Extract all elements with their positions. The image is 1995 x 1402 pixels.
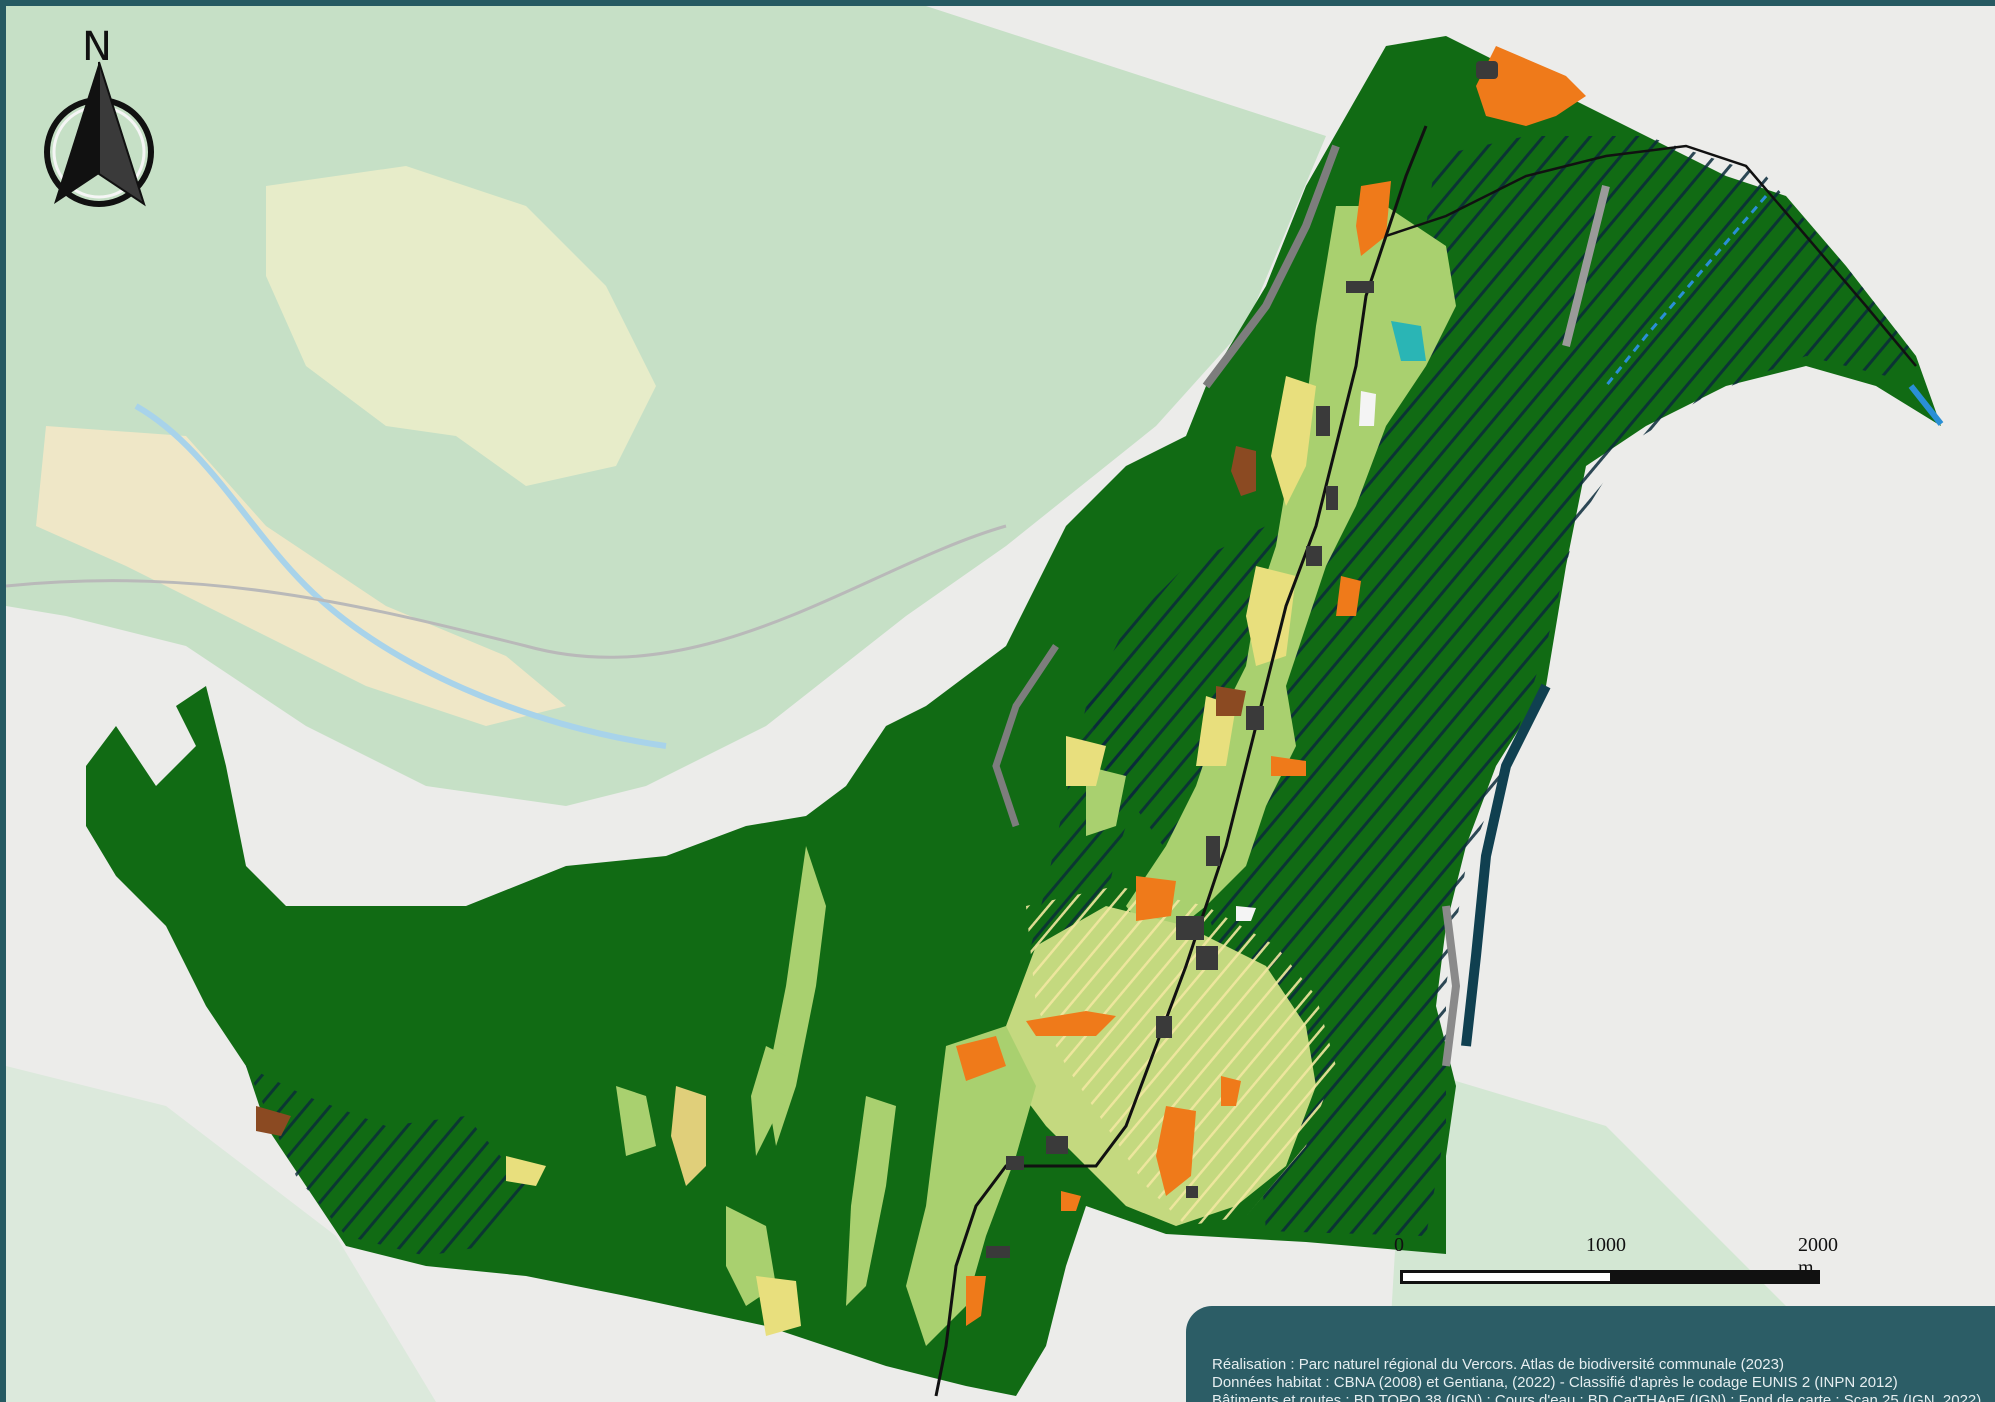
north-arrow-icon bbox=[44, 61, 154, 207]
urban-zone-1 bbox=[1026, 1011, 1116, 1036]
main-road[interactable] bbox=[934, 125, 1428, 1397]
crop-valley-hatched bbox=[1026, 886, 1336, 1226]
urban-zone-3 bbox=[1221, 1076, 1241, 1106]
credit-line-sources: Bâtiments et routes : BD TOPO 38 (IGN) ;… bbox=[1212, 1392, 1982, 1402]
credit-line-habitat: Données habitat : CBNA (2008) et Gentian… bbox=[1212, 1374, 1898, 1391]
scale-label-0: 0 bbox=[1394, 1234, 1404, 1256]
urban-zone-top[interactable] bbox=[1476, 46, 1586, 126]
rocky-cliff-south bbox=[1442, 905, 1461, 1067]
meadow-strip-2 bbox=[846, 1096, 896, 1306]
background-meadow bbox=[266, 166, 656, 486]
urban-zone-east bbox=[1271, 756, 1306, 776]
credit-line-realisation: Réalisation : Parc naturel régional du V… bbox=[1212, 1356, 1784, 1373]
rocky-cliff-north bbox=[1202, 144, 1340, 389]
cliff-edge-east bbox=[1461, 683, 1551, 1047]
scale-track bbox=[1400, 1270, 1820, 1284]
meadow-strip-5 bbox=[616, 1086, 656, 1156]
secondary-road bbox=[1385, 144, 1917, 367]
rocky-cliff-east bbox=[1562, 185, 1610, 347]
map-frame: N 0 1000 2000 m Réalisation : Parc natur… bbox=[6, 6, 1995, 1402]
background-meadow-west bbox=[36, 426, 566, 726]
brown-patch-3 bbox=[256, 1106, 291, 1136]
white-patch-2 bbox=[1236, 906, 1256, 921]
urban-zone-west[interactable] bbox=[956, 1036, 1006, 1081]
urban-zone-2 bbox=[1156, 1106, 1196, 1196]
brown-patch-2 bbox=[1216, 686, 1246, 716]
crop-valley-2[interactable] bbox=[1246, 566, 1296, 666]
urban-zone-village[interactable] bbox=[1136, 876, 1176, 921]
brown-patch-1 bbox=[1231, 446, 1256, 496]
crop-west-2 bbox=[506, 1156, 546, 1186]
stream-outlet bbox=[1908, 384, 1944, 426]
urban-zone-center[interactable] bbox=[1336, 576, 1361, 616]
crop-west-1 bbox=[671, 1086, 706, 1186]
urban-zone-4 bbox=[1061, 1191, 1081, 1211]
meadow-southwest[interactable] bbox=[906, 1026, 1036, 1346]
background-road bbox=[6, 524, 1007, 659]
urban-zone-5 bbox=[966, 1276, 986, 1326]
crop-south-1 bbox=[756, 1276, 801, 1336]
background-forest-south bbox=[6, 1066, 436, 1402]
white-patch-1 bbox=[1359, 391, 1376, 426]
meadow-strip-3 bbox=[751, 1046, 786, 1156]
stream bbox=[1604, 195, 1768, 387]
hatched-zone-east bbox=[1086, 136, 1916, 1236]
rocky-cliff-west bbox=[992, 644, 1059, 828]
turquoise-patch bbox=[1391, 321, 1426, 361]
background-river bbox=[134, 403, 667, 749]
habitat-map[interactable] bbox=[6, 6, 1995, 1402]
credits-panel: Réalisation : Parc naturel régional du V… bbox=[1186, 1306, 1995, 1402]
north-label: N bbox=[82, 24, 112, 70]
built-area bbox=[986, 61, 1498, 1258]
crop-valley-1[interactable] bbox=[1271, 376, 1316, 506]
scale-label-1000: 1000 bbox=[1586, 1234, 1626, 1256]
hatched-zone-west bbox=[246, 1066, 526, 1256]
scale-bar: 0 1000 2000 m bbox=[1386, 1234, 1838, 1296]
urban-zone-north[interactable] bbox=[1356, 181, 1391, 256]
crop-center-1 bbox=[1066, 736, 1106, 786]
